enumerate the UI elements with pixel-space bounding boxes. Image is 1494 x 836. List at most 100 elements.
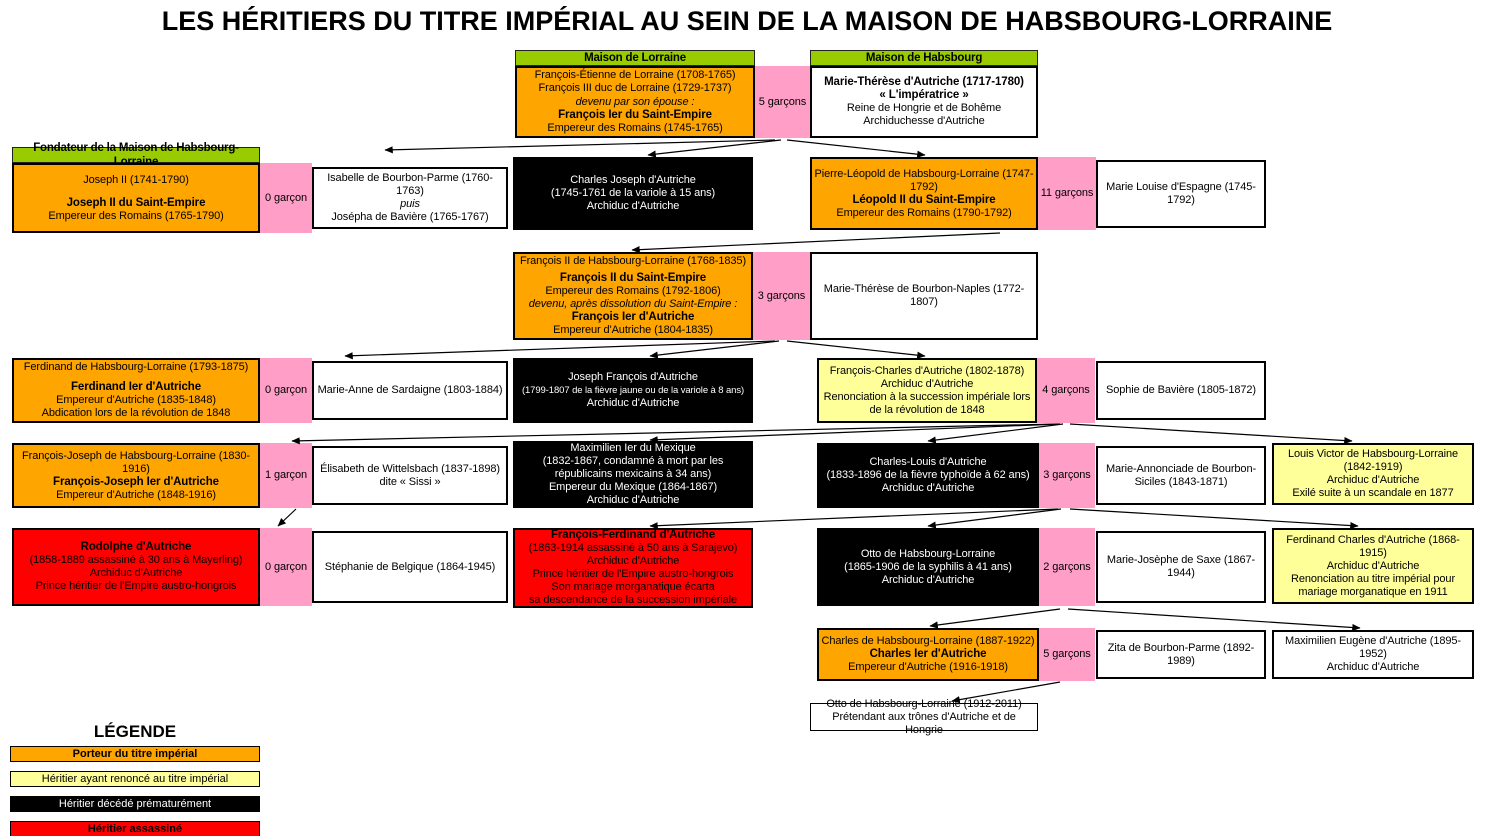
descent-arrow-4: [344, 340, 776, 360]
ferdinand-ier: Ferdinand de Habsbourg-Lorraine (1793-18…: [12, 358, 260, 423]
joseph-ii-line-0: Joseph II (1741-1790): [83, 173, 189, 186]
marie-therese-line-1: « L'impératrice »: [879, 89, 969, 101]
francois-joseph-line-0: François-Joseph de Habsbourg-Lorraine (1…: [22, 449, 250, 475]
charles-louis: Charles-Louis d'Autriche(1833-1896 de la…: [817, 443, 1039, 508]
charles-louis-line-1: (1833-1896 de la fièvre typhoïde à 62 an…: [826, 469, 1030, 481]
charles-joseph: Charles Joseph d'Autriche(1745-1761 de l…: [513, 157, 753, 230]
maximilien-eugene-line-0: Maximilien Eugène d'Autriche (1895-1952): [1285, 635, 1461, 660]
francois-ferdinand-line-5: sa descendance de la succession impérial…: [528, 594, 738, 606]
ferdinand-ier-line-0: Ferdinand de Habsbourg-Lorraine (1793-18…: [23, 361, 249, 373]
ferdinand-charles-line-0: Ferdinand Charles d'Autriche (1868-1915): [1286, 533, 1460, 559]
francois-etienne-line-0: François-Étienne de Lorraine (1708-1765): [534, 69, 736, 81]
descent-arrow-5: [649, 340, 780, 359]
francois-joseph-line-2: Empereur d'Autriche (1848-1916): [56, 488, 216, 501]
maximilien-eugene: Maximilien Eugène d'Autriche (1895-1952)…: [1272, 630, 1474, 679]
pierre-leopold-line-1: Léopold II du Saint-Empire: [852, 193, 996, 206]
maximilien-mexique-line-3: Archiduc d'Autriche: [586, 494, 680, 506]
sophie-baviere-line-0: Sophie de Bavière (1805-1872): [1106, 384, 1256, 396]
isabelle-josepha-line-0: Isabelle de Bourbon-Parme (1760-1763): [327, 172, 493, 197]
marie-louise-line-0: Marie Louise d'Espagne (1745-1792): [1106, 181, 1256, 206]
page-title: LES HÉRITIERS DU TITRE IMPÉRIAL AU SEIN …: [161, 6, 1333, 36]
sophie-baviere: Sophie de Bavière (1805-1872): [1096, 361, 1266, 420]
joseph-ii-line-3: Empereur des Romains (1765-1790): [48, 209, 224, 222]
descent-arrow-11: [277, 508, 297, 527]
ferdinand-ier-line-4: Abdication lors de la révolution de 1848: [41, 407, 231, 419]
otto-pretendant-line-0: Otto de Habsbourg-Lorraine (1912-2011): [826, 697, 1022, 710]
joseph-francois-line-1: (1799-1807 de la fièvre jaune ou de la v…: [521, 385, 745, 396]
pierre-leopold: Pierre-Léopold de Habsbourg-Lorraine (17…: [810, 157, 1038, 230]
joseph-ii-line-1: [16, 187, 256, 197]
marie-josephe: Marie-Josèphe de Saxe (1867-1944): [1096, 531, 1266, 603]
isabelle-josepha-line-2: Josépha de Bavière (1765-1767): [331, 211, 489, 223]
ferdinand-ier-line-1: [16, 374, 256, 381]
charles-ier-line-1: Charles Ier d'Autriche: [869, 648, 987, 660]
otto-habsbourg-line-0: Otto de Habsbourg-Lorraine: [860, 547, 996, 560]
marie-therese: Marie-Thérèse d'Autriche (1717-1780)« L'…: [810, 66, 1038, 138]
francois-joseph: François-Joseph de Habsbourg-Lorraine (1…: [12, 443, 260, 508]
francois-ii-line-3: Empereur des Romains (1792-1806): [545, 285, 721, 297]
charles-ier: Charles de Habsbourg-Lorraine (1887-1922…: [817, 628, 1039, 681]
charles-louis-line-0: Charles-Louis d'Autriche: [869, 456, 987, 468]
stephanie-line-0: Stéphanie de Belgique (1864-1945): [324, 560, 496, 573]
charles-joseph-line-1: (1745-1761 de la variole à 15 ans): [550, 187, 716, 199]
sons-5-row7-line-0: 5 garçons: [1043, 648, 1091, 660]
descent-arrow-13: [927, 508, 1062, 529]
sons-2: 2 garçons: [1039, 528, 1095, 606]
stephanie: Stéphanie de Belgique (1864-1945): [312, 531, 508, 603]
descent-arrow-8: [649, 423, 1061, 444]
descent-arrow-7: [291, 423, 1059, 445]
pierre-leopold-line-2: Empereur des Romains (1790-1792): [836, 206, 1012, 219]
louis-victor: Louis Victor de Habsbourg-Lorraine (1842…: [1272, 443, 1474, 505]
marie-annonciade-line-0: Marie-Annonciade de Bourbon-Siciles (184…: [1105, 462, 1257, 488]
isabelle-josepha: Isabelle de Bourbon-Parme (1760-1763)pui…: [312, 167, 508, 229]
francois-etienne-line-5: Empereur des Romains (1745-1765): [547, 122, 723, 134]
marie-therese-line-0: Marie-Thérèse d'Autriche (1717-1780): [824, 76, 1024, 88]
maximilien-mexique-line-1: (1832-1867, condamné à mort par les répu…: [542, 455, 724, 480]
sons-1: 1 garçon: [260, 443, 312, 508]
francois-ferdinand: François-Ferdinand d'Autriche(1863-1914 …: [513, 528, 753, 608]
joseph-francois-line-2: Archiduc d'Autriche: [586, 397, 680, 409]
charles-ier-line-2: Empereur d'Autriche (1916-1918): [848, 661, 1008, 673]
francois-ii-line-5: François Ier d'Autriche: [571, 311, 695, 323]
rodolphe-line-0: Rodolphe d'Autriche: [80, 541, 192, 553]
otto-pretendant: Otto de Habsbourg-Lorraine (1912-2011)Pr…: [810, 698, 1038, 736]
elisabeth-sissi-line-1: dite « Sissi »: [379, 475, 441, 488]
descent-arrow-14: [1069, 508, 1359, 530]
ferdinand-ier-line-3: Empereur d'Autriche (1835-1848): [56, 394, 216, 406]
francois-etienne: François-Étienne de Lorraine (1708-1765)…: [515, 66, 755, 138]
header-maison-habsbourg-line-0: Maison de Habsbourg: [865, 52, 983, 64]
mt-bourbon-naples-line-0: Marie-Thérèse de Bourbon-Naples (1772-18…: [823, 283, 1025, 308]
ferdinand-ier-line-2: Ferdinand Ier d'Autriche: [70, 381, 202, 393]
header-maison-lorraine: Maison de Lorraine: [515, 50, 755, 66]
charles-joseph-line-2: Archiduc d'Autriche: [586, 200, 680, 212]
sons-4: 4 garçons: [1037, 358, 1095, 423]
charles-joseph-line-0: Charles Joseph d'Autriche: [570, 174, 696, 186]
sons-3-row5-line-0: 3 garçons: [1043, 469, 1091, 481]
legend-item-3: Héritier assassiné: [10, 821, 260, 836]
sons-3-row3-line-0: 3 garçons: [757, 289, 806, 302]
descent-arrow-6: [786, 340, 926, 359]
francois-ferdinand-line-2: Archiduc d'Autriche: [586, 555, 680, 567]
sons-0-row6-line-0: 0 garçon: [264, 560, 307, 573]
joseph-ii: Joseph II (1741-1790)Joseph II du Saint-…: [12, 163, 260, 233]
francois-ii-line-4: devenu, après dissolution du Saint-Empir…: [528, 298, 738, 310]
charles-louis-line-2: Archiduc d'Autriche: [881, 482, 975, 494]
sons-5-row1-line-0: 5 garçons: [758, 95, 807, 108]
descent-arrow-1: [647, 139, 782, 158]
descent-arrow-12: [649, 508, 1059, 530]
maximilien-eugene-line-1: Archiduc d'Autriche: [1326, 661, 1420, 673]
louis-victor-line-1: Archiduc d'Autriche: [1326, 474, 1420, 486]
otto-habsbourg-line-1: (1865-1906 de la syphilis à 41 ans): [844, 560, 1012, 573]
sons-3-row5: 3 garçons: [1039, 443, 1095, 508]
joseph-francois-line-0: Joseph François d'Autriche: [568, 371, 698, 383]
louis-victor-line-0: Louis Victor de Habsbourg-Lorraine (1842…: [1287, 448, 1459, 473]
legend-item-1: Héritier ayant renoncé au titre impérial: [10, 771, 260, 787]
ferdinand-charles: Ferdinand Charles d'Autriche (1868-1915)…: [1272, 528, 1474, 604]
sons-0-row4-line-0: 0 garçon: [264, 384, 307, 396]
descent-arrow-2: [786, 139, 926, 158]
marie-josephe-line-0: Marie-Josèphe de Saxe (1867-1944): [1106, 554, 1256, 579]
zita: Zita de Bourbon-Parme (1892-1989): [1096, 630, 1266, 679]
sons-11: 11 garçons: [1038, 157, 1096, 230]
